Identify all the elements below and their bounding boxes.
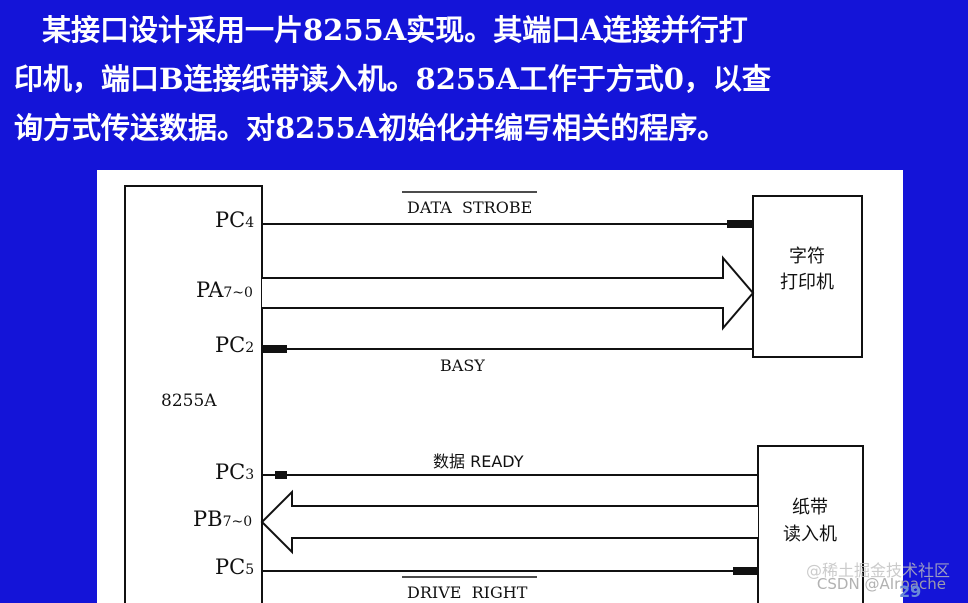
- page-number: 29: [899, 582, 922, 601]
- watermark-csdn: CSDN @AIrpache: [816, 575, 946, 593]
- pin-pc4: PC4: [215, 208, 254, 232]
- pin-pc5: PC5: [215, 555, 254, 579]
- watermark-juejin: @稀土掘金技术社区: [805, 561, 950, 580]
- chip-8255a-box: [124, 185, 263, 603]
- tape-reader-label-2: 读入机: [783, 524, 837, 545]
- pa-bus-arrow: [262, 255, 755, 331]
- basy-label: BASY: [440, 356, 485, 375]
- problem-line-3: 询方式传送数据。对8255A初始化并编写相关的程序。: [14, 111, 727, 145]
- problem-statement: 某接口设计采用一片8255A实现。其端口A连接并行打 印机，端口B连接纸带读入机…: [14, 6, 959, 153]
- chip-label: 8255A: [161, 391, 217, 411]
- tape-reader-label-1: 纸带: [792, 497, 828, 518]
- drive-right-label: DRIVE RIGHT: [407, 583, 528, 602]
- data-ready-marker: [275, 471, 287, 479]
- data-ready-label: 数据 READY: [433, 452, 524, 471]
- printer-label-1: 字符: [789, 246, 825, 267]
- problem-line-2: 印机，端口B连接纸带读入机。8255A工作于方式0，以查: [14, 62, 771, 96]
- pin-pc2: PC2: [215, 333, 254, 357]
- drive-right-arrowhead: [733, 567, 758, 575]
- printer-box: [752, 195, 863, 358]
- printer-label-2: 打印机: [780, 272, 834, 293]
- pb-bus-arrow: [260, 489, 758, 555]
- pin-pc3: PC3: [215, 460, 254, 484]
- problem-line-1: 某接口设计采用一片8255A实现。其端口A连接并行打: [42, 13, 748, 47]
- pin-pa: PA7~0: [196, 278, 253, 302]
- basy-arrowhead: [262, 345, 287, 353]
- pin-pb: PB7~0: [193, 507, 252, 531]
- circuit-diagram: 8255A PC4 PA7~0 PC2 PC3 PB7~0 PC5 字符 打印机…: [124, 185, 864, 603]
- circuit-diagram-panel: 8255A PC4 PA7~0 PC2 PC3 PB7~0 PC5 字符 打印机…: [97, 170, 903, 603]
- data-strobe-label: DATA STROBE: [407, 198, 532, 217]
- data-strobe-arrowhead: [727, 220, 753, 228]
